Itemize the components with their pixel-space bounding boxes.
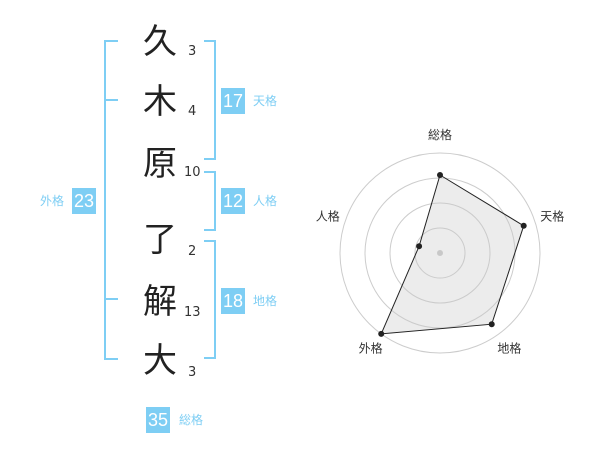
chikaku-bracket	[204, 240, 216, 359]
gaikaku-label: 外格	[40, 194, 65, 208]
radar-point-5	[416, 243, 423, 250]
radar-ring	[339, 152, 541, 354]
bracket-tick	[104, 99, 118, 101]
name-char-4: 了	[143, 220, 177, 260]
name-char-1: 久	[143, 22, 177, 62]
stroke-count-2: 4	[188, 104, 197, 119]
radar-ring	[389, 202, 491, 304]
tenkaku-bracket	[204, 40, 216, 160]
soukaku-label: 総格	[179, 413, 204, 427]
radar-axis-label-3: 地格	[497, 340, 521, 355]
stroke-count-1: 3	[188, 44, 197, 59]
jinkaku-label: 人格	[253, 194, 278, 208]
radar-axis-label-5: 人格	[316, 209, 340, 224]
bracket-tick	[104, 298, 118, 300]
radar-axis-label-2: 天格	[540, 209, 564, 224]
chikaku-label: 地格	[253, 294, 278, 308]
name-char-5: 解	[143, 282, 177, 322]
radar-point-4	[378, 330, 385, 337]
radar-axis-label-1: 総格	[428, 127, 452, 142]
stroke-count-6: 3	[188, 365, 197, 380]
jinkaku-bracket	[204, 171, 216, 231]
tenkaku-value: 17	[221, 88, 246, 114]
tenkaku-label: 天格	[253, 94, 278, 108]
name-char-6: 大	[143, 341, 177, 381]
gaikaku-bracket	[104, 40, 118, 360]
chikaku-value: 18	[221, 288, 246, 314]
name-char-2: 木	[143, 82, 177, 122]
jinkaku-value: 12	[221, 188, 246, 214]
stroke-count-5: 13	[184, 305, 201, 320]
radar-polygon	[380, 174, 525, 335]
radar-ring	[414, 227, 466, 279]
radar-center-point	[437, 250, 443, 256]
name-char-3: 原	[143, 144, 177, 184]
gaikaku-value: 23	[72, 188, 97, 214]
radar-point-2	[520, 222, 527, 229]
stroke-count-3: 10	[184, 165, 201, 180]
radar-point-3	[488, 321, 495, 328]
soukaku-value: 35	[146, 407, 171, 433]
radar-axis-label-4: 外格	[359, 340, 383, 355]
radar-point-1	[437, 172, 443, 178]
stroke-count-4: 2	[188, 244, 197, 259]
